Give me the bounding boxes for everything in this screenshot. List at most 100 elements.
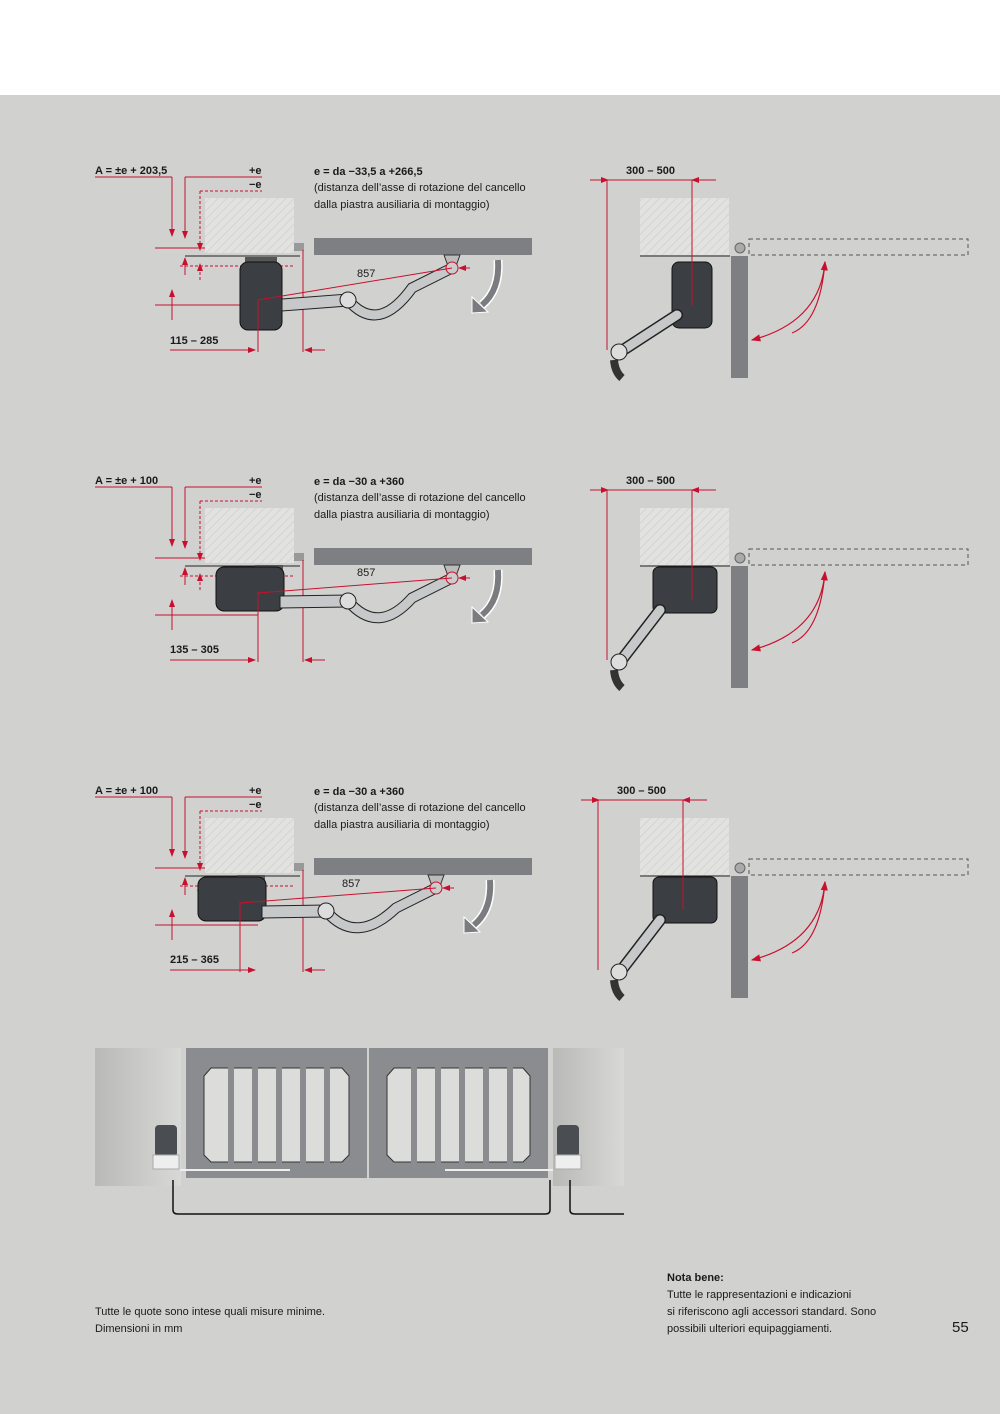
motor-body bbox=[197, 876, 267, 922]
e-range-label: e = da −30 a +360 bbox=[314, 476, 405, 488]
minus-e-label: −e bbox=[249, 489, 262, 501]
swing-angle-arc bbox=[750, 571, 826, 652]
arm bbox=[615, 605, 665, 667]
arm-link bbox=[281, 293, 349, 312]
gate-bar bbox=[459, 1064, 465, 1164]
arm-curve bbox=[610, 359, 625, 382]
gate-post bbox=[731, 876, 748, 998]
wall bbox=[205, 508, 294, 563]
motor-body bbox=[239, 261, 283, 331]
side-dimension-label: 300 – 500 bbox=[626, 475, 675, 487]
footnote-left: Tutte le quote sono intese quali misure … bbox=[95, 1304, 325, 1338]
motor-body bbox=[652, 876, 718, 924]
hinge bbox=[294, 863, 304, 871]
arm-curve bbox=[610, 669, 625, 692]
dimension-line bbox=[239, 887, 437, 904]
motor-bracket bbox=[245, 257, 277, 265]
formula-label: A = ±e + 203,5 bbox=[95, 165, 168, 177]
arm-link bbox=[261, 904, 327, 919]
motor-body bbox=[652, 566, 718, 614]
dimension-line bbox=[257, 267, 453, 301]
gate-leaf bbox=[314, 858, 532, 875]
swing-angle-arc-end bbox=[791, 260, 828, 334]
gate-bar bbox=[435, 1064, 441, 1164]
motor-base bbox=[152, 1154, 180, 1170]
page-background bbox=[0, 95, 1000, 1414]
gate-bar bbox=[324, 1064, 330, 1164]
open-gate-outline bbox=[748, 548, 969, 566]
gate-bar bbox=[252, 1064, 258, 1164]
swing-arrow-head bbox=[471, 605, 490, 624]
nota-line: Tutte le rappresentazioni e indicazioni bbox=[667, 1289, 852, 1301]
motor-base bbox=[554, 1154, 582, 1170]
offset-label: 215 – 365 bbox=[170, 954, 219, 966]
swing-angle-arc bbox=[750, 881, 826, 962]
swing-angle-arc-end bbox=[791, 880, 828, 954]
arm-joint bbox=[317, 902, 335, 920]
swing-arrow-head bbox=[471, 295, 490, 314]
gate-post bbox=[731, 566, 748, 688]
e-description-line2: dalla piastra ausiliaria di montaggio) bbox=[314, 199, 490, 211]
wall bbox=[205, 198, 294, 253]
arm bbox=[615, 915, 665, 977]
minus-e-label: −e bbox=[249, 799, 262, 811]
e-description-line1: (distanza dell’asse di rotazione del can… bbox=[314, 492, 526, 504]
swing-angle-arc-end bbox=[791, 570, 828, 644]
arm-joint bbox=[339, 291, 357, 309]
arm-joint bbox=[610, 653, 628, 671]
swing-arrow bbox=[479, 569, 502, 618]
cable bbox=[172, 1180, 551, 1215]
wall bbox=[640, 198, 729, 255]
motor-unit bbox=[155, 1125, 177, 1157]
hinge bbox=[294, 243, 304, 251]
gate-bar bbox=[276, 1064, 282, 1164]
arm-length-label: 857 bbox=[357, 268, 376, 280]
wall bbox=[205, 818, 294, 873]
plus-e-label: +e bbox=[249, 475, 262, 487]
gate-bar bbox=[507, 1064, 513, 1164]
offset-label: 135 – 305 bbox=[170, 644, 219, 656]
gate-bar bbox=[300, 1064, 306, 1164]
hinge bbox=[734, 242, 746, 254]
arm bbox=[615, 310, 682, 357]
arm-link bbox=[279, 594, 349, 609]
arm-length-label: 857 bbox=[342, 878, 361, 890]
minus-e-label: −e bbox=[249, 179, 262, 191]
gate-leaf bbox=[314, 548, 532, 565]
plus-e-label: +e bbox=[249, 165, 262, 177]
e-description-line2: dalla piastra ausiliaria di montaggio) bbox=[314, 819, 490, 831]
wall bbox=[640, 508, 729, 565]
nota-line: si riferiscono agli accessori standard. … bbox=[667, 1306, 877, 1318]
gate-bar bbox=[483, 1064, 489, 1164]
e-range-label: e = da −30 a +360 bbox=[314, 786, 405, 798]
gate-panel bbox=[386, 1067, 531, 1163]
wall bbox=[640, 818, 729, 875]
hinge bbox=[734, 552, 746, 564]
e-description-line2: dalla piastra ausiliaria di montaggio) bbox=[314, 509, 490, 521]
page-number: 55 bbox=[952, 1319, 969, 1336]
e-range-label: e = da −33,5 a +266,5 bbox=[314, 166, 423, 178]
gate-bar bbox=[228, 1064, 234, 1164]
open-gate-outline bbox=[748, 858, 969, 876]
open-gate-outline bbox=[748, 238, 969, 256]
units-note: Dimensioni in mm bbox=[95, 1323, 183, 1335]
offset-label: 115 – 285 bbox=[170, 335, 219, 347]
side-dimension-label: 300 – 500 bbox=[626, 165, 675, 177]
arm-curve bbox=[610, 979, 625, 1002]
gate-leaf bbox=[314, 238, 532, 255]
plus-e-label: +e bbox=[249, 785, 262, 797]
swing-angle-arc bbox=[750, 261, 826, 342]
nota-bene-title: Nota bene: bbox=[667, 1272, 724, 1284]
side-dimension-label: 300 – 500 bbox=[617, 785, 666, 797]
arm-length-label: 857 bbox=[357, 567, 376, 579]
arm-curve bbox=[321, 883, 441, 933]
arm-curve bbox=[343, 573, 457, 623]
gate-bar bbox=[411, 1064, 417, 1164]
arm-joint bbox=[610, 343, 628, 361]
arm-joint bbox=[339, 592, 357, 610]
motor-unit bbox=[557, 1125, 579, 1157]
nota-bene: Nota bene: Tutte le rappresentazioni e i… bbox=[667, 1270, 876, 1338]
formula-label: A = ±e + 100 bbox=[95, 475, 159, 487]
nota-line: possibili ulteriori equipaggiamenti. bbox=[667, 1323, 833, 1335]
